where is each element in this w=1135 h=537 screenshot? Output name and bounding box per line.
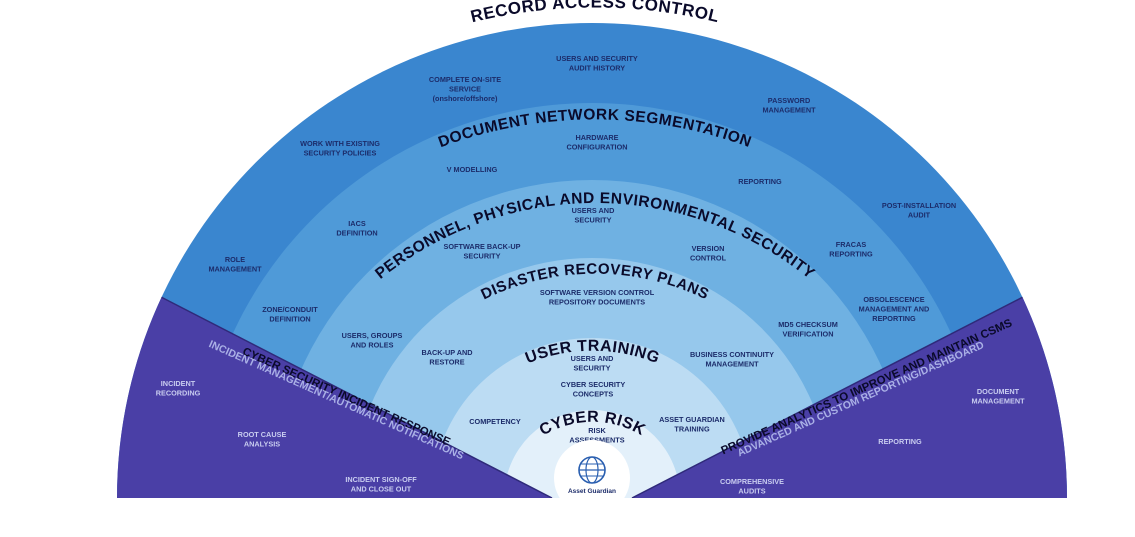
right-sector	[632, 297, 1067, 498]
globe-icon	[578, 456, 606, 484]
right-sector-item-1: REPORTING	[878, 437, 922, 446]
logo-text: Asset Guardian	[568, 488, 616, 495]
item-user-training-2: COMPETENCY	[469, 417, 521, 426]
item-document-network-segmentation-2: REPORTING	[738, 177, 782, 186]
left-sector	[117, 297, 552, 498]
right-sector-edge	[631, 296, 1023, 499]
item-document-network-segmentation-1: V MODELLING	[447, 165, 498, 174]
ring-title-record-access-control: RECORD ACCESS CONTROL	[469, 0, 722, 26]
asset-guardian-logo: Asset Guardian	[554, 440, 630, 516]
left-sector-edge	[161, 296, 553, 499]
rings-layer	[0, 23, 1135, 537]
